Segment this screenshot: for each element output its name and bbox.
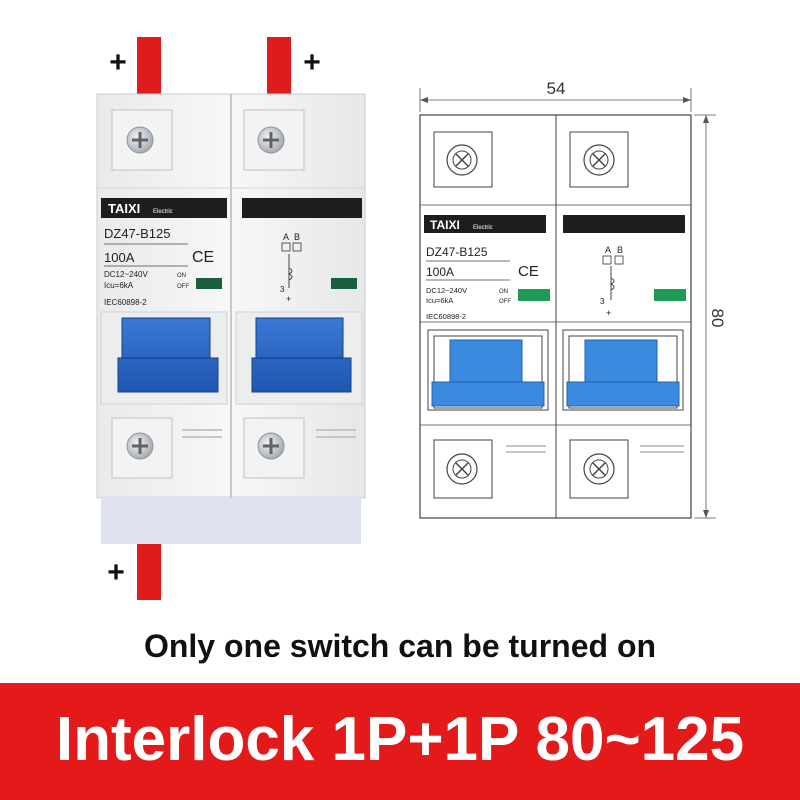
drawing-top-left-screw bbox=[433, 131, 493, 188]
terminal-b-label: B bbox=[294, 232, 300, 242]
top-left-plus: + bbox=[109, 46, 127, 79]
drawing-indicator-right bbox=[654, 289, 686, 301]
term-3-label: 3 bbox=[280, 285, 285, 294]
drawing-terminal-a: A bbox=[605, 245, 611, 255]
drawing-top-right-screw bbox=[569, 131, 629, 188]
handle-left[interactable] bbox=[117, 317, 219, 393]
right-pole-bar bbox=[242, 198, 362, 218]
drawing-ce-mark: CE bbox=[518, 263, 539, 280]
drawing-term-3: 3 bbox=[600, 297, 605, 306]
voltage-label: DC12~240V bbox=[104, 270, 148, 279]
caption: Only one switch can be turned on bbox=[143, 628, 657, 664]
drawing-bottom-right-screw bbox=[569, 439, 629, 499]
standard-label: IEC60898-2 bbox=[104, 298, 147, 307]
banner-title: Interlock 1P+1P 80~125 bbox=[55, 705, 745, 774]
top-right-screw bbox=[243, 109, 305, 171]
din-rail-base bbox=[101, 496, 361, 544]
indicator-window-right bbox=[331, 278, 357, 289]
current-label: 100A bbox=[104, 250, 135, 265]
drawing-brand-sub: Electric bbox=[473, 225, 493, 231]
breaking-label: Icu=6kA bbox=[104, 281, 134, 290]
bottom-right-screw bbox=[243, 417, 305, 479]
drawing-model-label: DZ47-B125 bbox=[426, 245, 488, 259]
bottom-left-wire bbox=[137, 540, 161, 600]
bottom-left-plus: + bbox=[107, 556, 125, 589]
top-right-plus: + bbox=[303, 46, 321, 79]
term-plus-label: + bbox=[286, 294, 291, 304]
drawing-indicator-left bbox=[518, 289, 550, 301]
drawing-breaking-label: Icu=6kA bbox=[426, 296, 453, 305]
height-dimension: 80 bbox=[708, 309, 727, 328]
banner bbox=[0, 683, 800, 800]
drawing-handle-right bbox=[562, 329, 684, 411]
indicator-window-left bbox=[196, 278, 222, 289]
drawing-bottom-left-screw bbox=[433, 439, 493, 499]
bottom-left-screw bbox=[111, 417, 173, 479]
brand-bar bbox=[101, 198, 227, 218]
drawing-standard-label: IEC60898-2 bbox=[426, 312, 466, 321]
drawing-off-label: OFF bbox=[499, 299, 511, 305]
terminal-a-label: A bbox=[283, 232, 289, 242]
top-left-screw bbox=[111, 109, 173, 171]
top-left-wire bbox=[137, 37, 161, 99]
handle-right[interactable] bbox=[251, 317, 352, 393]
drawing-voltage-label: DC12~240V bbox=[426, 286, 467, 295]
brand-label: TAIXI bbox=[108, 201, 140, 216]
drawing-handle-left bbox=[427, 329, 549, 411]
drawing-term-plus: + bbox=[606, 308, 611, 318]
technical-drawing: 54 80 TAIXI Electric DZ47-B125 bbox=[419, 79, 727, 519]
drawing-current-label: 100A bbox=[426, 265, 454, 279]
drawing-terminal-b: B bbox=[617, 245, 623, 255]
breaker-photo: + + + TAIXI Electric DZ47-B125 100A CE D… bbox=[96, 37, 366, 600]
width-dimension: 54 bbox=[547, 79, 566, 98]
off-label: OFF bbox=[177, 284, 189, 290]
on-label: ON bbox=[177, 273, 186, 279]
ce-mark: CE bbox=[192, 249, 214, 266]
brand-sub-label: Electric bbox=[153, 209, 173, 215]
top-right-wire bbox=[267, 37, 291, 99]
drawing-on-label: ON bbox=[499, 289, 508, 295]
model-label: DZ47-B125 bbox=[104, 226, 170, 241]
drawing-brand-label: TAIXI bbox=[430, 218, 460, 232]
